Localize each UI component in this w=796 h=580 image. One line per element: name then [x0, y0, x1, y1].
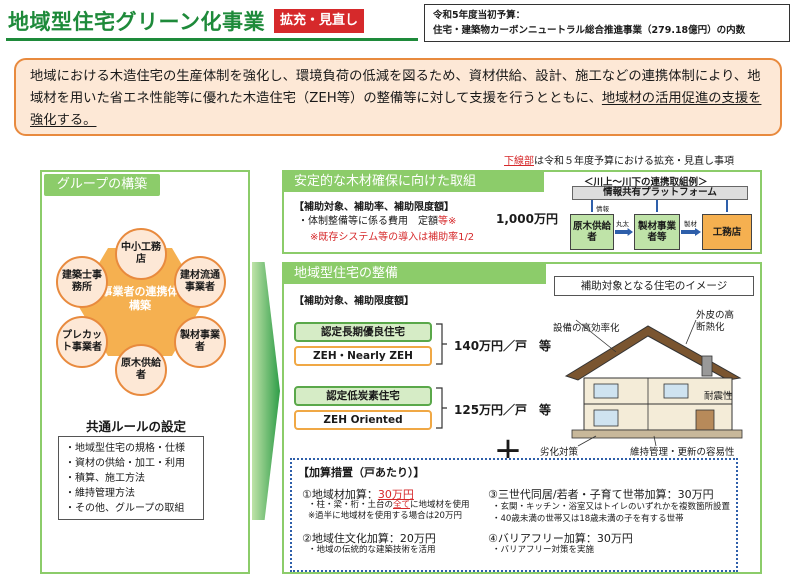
additions-title: 【加算措置（戸あたり）】 — [298, 466, 425, 479]
pill-zeh: ZEH・Nearly ZEH — [294, 346, 432, 366]
budget-line-1: 令和5年度当初予算： — [433, 10, 526, 21]
addition-three-generation: ③三世代同居/若者・子育て世帯加算：30万円 — [488, 488, 714, 501]
note-rest: は令和５年度予算における拡充・見直し事項 — [534, 156, 734, 167]
timber-item: ・体制整備等に係る費用 定額等※ — [298, 212, 456, 227]
flow-lumber-label: 製材 — [684, 220, 697, 228]
housing-panel — [282, 262, 762, 574]
rule-item: ・地域型住宅の規格・仕様 — [65, 443, 185, 454]
flow-box-builder: 工務店 — [702, 214, 752, 250]
flow-platform: 情報共有プラットフォーム — [572, 186, 748, 200]
detail-underlined: 全て — [393, 500, 411, 510]
title-underline — [6, 38, 418, 41]
timber-sub-note: ※既存システム等の導入は補助率1/2 — [310, 232, 475, 243]
budget-line-2: 住宅・建築物カーボンニュートラル総合推進事業（279.18億円）の内数 — [433, 25, 746, 36]
addition-barrier-free-detail: ・バリアフリー対策を実施 — [492, 545, 595, 555]
arrow-right-icon — [615, 228, 633, 236]
price-140: 140万円／戸 等 — [454, 339, 552, 353]
hexagon-label: 調達事業者の連携体制の構築 — [79, 285, 201, 312]
rule-item: ・その他、グループの取組 — [65, 503, 185, 514]
member-circle: プレカット事業者 — [56, 316, 108, 368]
housing-header: 地域型住宅の整備 — [284, 264, 546, 284]
rule-item: ・維持管理方法 — [65, 488, 135, 499]
label-high-insulation: 外皮の高断熱化 — [696, 310, 735, 333]
detail-part: に地域材を使用 — [410, 500, 470, 510]
arrow-right-icon — [681, 228, 701, 236]
pill-long-term-housing: 認定長期優良住宅 — [294, 322, 432, 342]
addition-local-timber-amount: 30万円 — [377, 488, 414, 501]
pill-zeh-oriented: ZEH Oriented — [294, 410, 432, 430]
arrow-down-icon — [591, 200, 593, 212]
timber-subsidy-label: 【補助対象、補助率、補助限度額】 — [294, 202, 454, 213]
timber-header: 安定的な木材確保に向けた取組 — [284, 172, 544, 192]
big-right-arrow — [252, 262, 280, 520]
house-illustration — [564, 319, 743, 447]
member-circle: 製材事業者 — [174, 316, 226, 368]
flow-caption: ＜川上～川下の連携取組例＞ — [584, 177, 708, 188]
housing-subsidy-label: 【補助対象、補助限度額】 — [294, 296, 414, 307]
addition-three-generation-detail-2: ・40歳未満の世帯又は18歳未満の子を有する世帯 — [492, 514, 684, 524]
member-circle: 原木供給者 — [115, 344, 167, 396]
member-circle: 中小工務店 — [115, 228, 167, 280]
legend-note: 下線部は令和５年度予算における拡充・見直し事項 — [504, 152, 734, 167]
bracket-icon — [436, 387, 447, 429]
member-circle: 建築士事務所 — [56, 256, 108, 308]
flow-info-label: 情報 — [596, 205, 609, 213]
member-circle: 建材流通事業者 — [174, 256, 226, 308]
addition-culture: ②地域住文化加算：20万円 — [302, 532, 436, 545]
pill-low-carbon-housing: 認定低炭素住宅 — [294, 386, 432, 406]
addition-local-timber-label: ①地域材加算： — [302, 488, 378, 501]
rule-item: ・積算、施工方法 — [65, 473, 145, 484]
common-rules-title: 共通ルールの設定 — [86, 419, 187, 434]
summary-underlined-text: 地域材の活用促進の支援を強化する。 — [30, 91, 762, 128]
flow-box-log-supplier: 原木供給者 — [570, 214, 614, 250]
common-rules-box: ・地域型住宅の規格・仕様 ・資材の供給・加工・利用 ・積算、施工方法 ・維持管理… — [58, 436, 204, 520]
addition-culture-detail: ・地域の伝統的な建築技術を活用 — [308, 545, 436, 555]
timber-item-text: ・体制整備等に係る費用 定額 — [298, 216, 438, 227]
addition-local-timber: ①地域材加算：30万円 — [302, 486, 414, 502]
budget-box: 令和5年度当初予算： 住宅・建築物カーボンニュートラル総合推進事業（279.18… — [424, 4, 790, 42]
flow-logs-label: 丸太 — [616, 220, 629, 228]
label-earthquake-resistance: 耐震性 — [704, 391, 733, 402]
arrow-down-icon — [656, 200, 658, 212]
price-125: 125万円／戸 等 — [454, 403, 552, 417]
label-efficient-equipment: 設備の高効率化 — [553, 323, 620, 334]
timber-panel — [282, 170, 762, 254]
arrow-down-icon — [726, 200, 728, 212]
addition-local-timber-note: ※過半に地域材を使用する場合は20万円 — [308, 511, 462, 521]
status-tag: 拡充・見直し — [274, 9, 364, 33]
timber-price: 1,000万円 — [496, 212, 558, 226]
addition-barrier-free: ④バリアフリー加算：30万円 — [488, 532, 633, 545]
flow-box-sawmill: 製材事業者等 — [634, 214, 680, 250]
addition-three-generation-detail-1: ・玄関・キッチン・浴室又はトイレのいずれかを複数箇所設置 — [492, 502, 731, 512]
addition-local-timber-detail: ・柱・梁・桁・土台の全てに地域材を使用 — [308, 500, 470, 511]
detail-part: ・柱・梁・桁・土台の — [308, 500, 394, 510]
bracket-icon — [436, 323, 447, 365]
group-header: グループの構築 — [44, 174, 160, 196]
additions-box — [290, 458, 738, 572]
label-deterioration: 劣化対策 — [540, 447, 579, 458]
page-title: 地域型住宅グリーン化事業 — [8, 10, 265, 34]
note-red: 下線部 — [504, 156, 534, 167]
rule-item: ・資材の供給・加工・利用 — [65, 458, 185, 469]
house-image-title: 補助対象となる住宅のイメージ — [554, 276, 754, 296]
summary-box: 地域における木造住宅の生産体制を強化し、環境負荷の低減を図るため、資材供給、設計… — [14, 58, 782, 136]
timber-item-red: 等※ — [438, 216, 457, 227]
label-maintenance: 維持管理・更新の容易性 — [630, 447, 735, 458]
summary-text: 地域における木造住宅の生産体制を強化し、環境負荷の低減を図るため、資材供給、設計… — [30, 69, 761, 106]
